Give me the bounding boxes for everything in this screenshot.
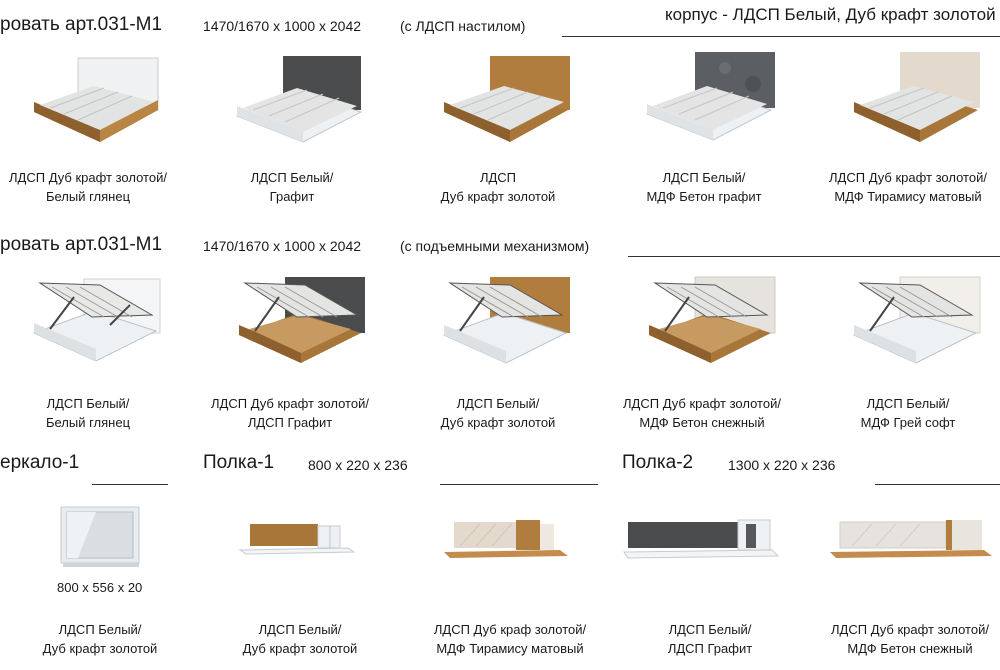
- lift-bed-white-oak-image: [442, 277, 570, 364]
- bed-oak-tiramisu-image: [854, 52, 980, 142]
- section3-item-caption: ЛДСП Белый/Дуб крафт золотой: [242, 622, 358, 656]
- section2-item-caption: ЛДСП Дуб крафт золотой/МДФ Бетон снежный: [623, 396, 781, 430]
- section1-item-caption: ЛДСП Дуб крафт золотой/МДФ Тирамису мато…: [829, 170, 987, 204]
- header-rule: [562, 36, 1000, 37]
- section3-item-caption: ЛДСП Дуб краф золотой/МДФ Тирамису матов…: [433, 622, 587, 656]
- section1-item-caption: ЛДСП Белый/Графит: [250, 170, 334, 204]
- lift-bed-white-gloss-image: [32, 278, 161, 362]
- mirror-dimensions: 800 х 556 х 20: [57, 580, 143, 595]
- lift-bed-oak-concrete-snow-image: [649, 276, 776, 363]
- shelf2-rule: [875, 484, 1000, 485]
- section1-title: ровать арт.031-М1: [0, 14, 163, 35]
- section1-item-caption: ЛДСП Дуб крафт золотой/Белый глянец: [9, 170, 167, 204]
- mirror-rule: [92, 484, 168, 485]
- shelf-white-oak-image: [238, 524, 356, 555]
- section3-item-caption: ЛДСП Белый/Дуб крафт золотой: [42, 622, 158, 656]
- section3-item-caption: ЛДСП Белый/ЛДСП Графит: [667, 622, 753, 656]
- section2-item-caption: ЛДСП Белый/МДФ Грей софт: [860, 396, 956, 430]
- section2-title: ровать арт.031-М1: [0, 234, 163, 255]
- section3-item-caption: ЛДСП Дуб крафт золотой/МДФ Бетон снежный: [831, 622, 989, 656]
- shelf1-dimensions: 800 х 220 х 236: [308, 457, 408, 473]
- shelf-oak-tiramisu-image: [444, 520, 568, 558]
- shelf-white-graphite-image: [623, 519, 780, 559]
- corpus-description: корпус - ЛДСП Белый, Дуб крафт золотой: [665, 5, 996, 24]
- mirror-image: [60, 506, 140, 567]
- section2-item-caption: ЛДСП Дуб крафт золотой/ЛДСП Графит: [211, 396, 369, 430]
- bed-oak-image: [444, 56, 570, 142]
- shelf1-title: Полка-1: [203, 452, 275, 473]
- shelf1-rule: [440, 484, 598, 485]
- lift-bed-oak-graphite-image: [239, 277, 365, 363]
- section1-note: (с ЛДСП настилом): [400, 18, 526, 34]
- shelf2-title: Полка-2: [622, 452, 694, 473]
- section2-item-caption: ЛДСП Белый/Белый глянец: [45, 396, 131, 430]
- lift-bed-white-grey-soft-image: [852, 276, 981, 364]
- bed-oak-white-gloss-image: [34, 57, 159, 142]
- shelf2-dimensions: 1300 х 220 х 236: [728, 457, 836, 473]
- bed-white-graphite-image: [235, 56, 363, 143]
- section2-note: (с подъемными механизмом): [400, 238, 590, 254]
- section2-rule: [628, 256, 1000, 257]
- mirror-title: еркало-1: [0, 452, 80, 473]
- section1-item-caption: ЛДСП Белый/МДФ Бетон графит: [646, 170, 762, 204]
- section2-dimensions: 1470/1670 х 1000 х 2042: [203, 238, 362, 254]
- section1-dimensions: 1470/1670 х 1000 х 2042: [203, 18, 362, 34]
- bed-white-concrete-graphite-image: [645, 52, 775, 141]
- section2-item-caption: ЛДСП Белый/Дуб крафт золотой: [440, 396, 556, 430]
- shelf-oak-concrete-snow-image: [830, 520, 992, 558]
